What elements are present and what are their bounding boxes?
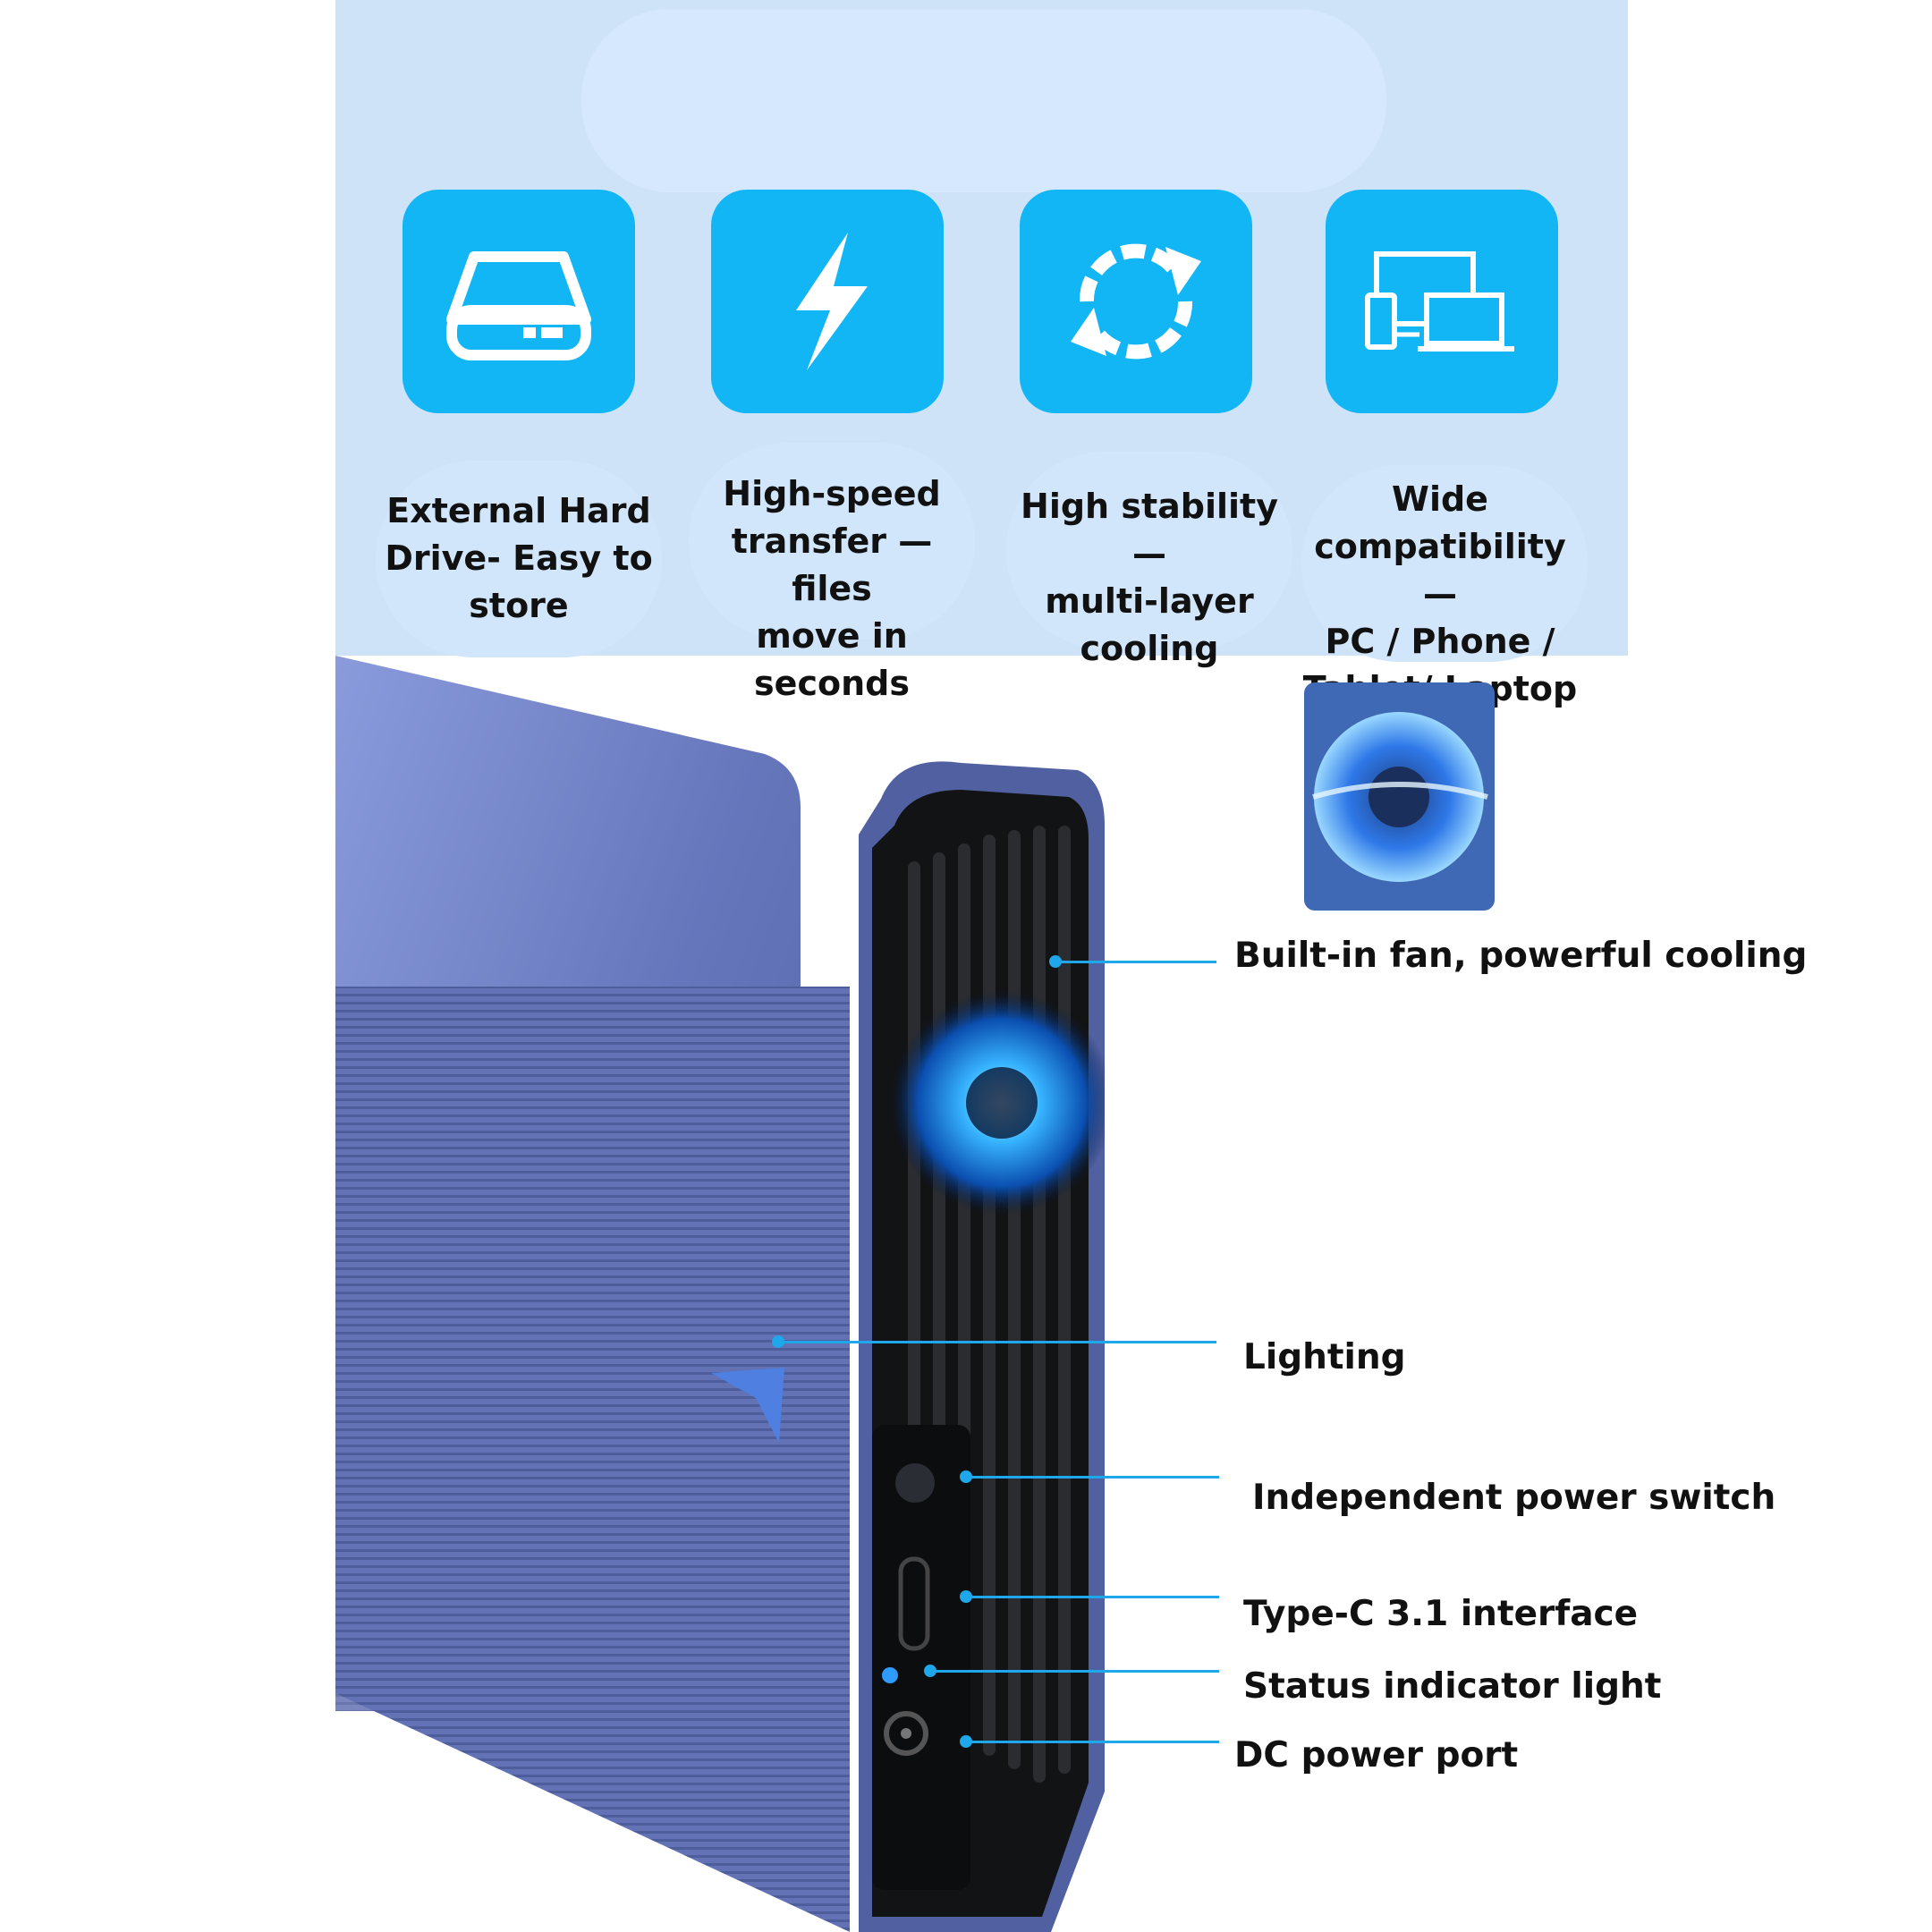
devices-icon (1365, 251, 1514, 352)
callout-line (778, 1341, 1216, 1343)
callout-line (966, 1596, 1219, 1598)
hard-drive-icon (446, 251, 591, 360)
callout-line (1055, 961, 1216, 963)
callout-type-c: Type-C 3.1 interface (1243, 1594, 1639, 1634)
callout-line (930, 1670, 1219, 1673)
callout-power-switch: Independent power switch (1252, 1478, 1776, 1518)
callout-line (966, 1476, 1219, 1479)
callout-line (966, 1741, 1219, 1743)
caption-bubble (1006, 452, 1292, 648)
feature-tile-stability (1020, 190, 1252, 413)
caption-bubble (1301, 465, 1588, 662)
feature-tile-compatibility (1326, 190, 1558, 413)
callout-fan: Built-in fan, powerful cooling (1234, 936, 1808, 976)
callout-lighting: Lighting (1243, 1337, 1406, 1377)
panel-highlight (581, 9, 1386, 192)
callout-dc-port: DC power port (1234, 1735, 1519, 1775)
callout-status-light: Status indicator light (1243, 1666, 1662, 1707)
lightning-bolt-icon (796, 233, 868, 370)
hard-drive-enclosure-illustration (335, 656, 1105, 1932)
feature-tile-hard-drive (402, 190, 635, 413)
cooling-fan-photo (1304, 682, 1495, 911)
sync-arrows-icon (1071, 243, 1201, 360)
caption-bubble (376, 461, 662, 657)
feature-tile-high-speed (711, 190, 944, 413)
caption-bubble (689, 443, 975, 640)
